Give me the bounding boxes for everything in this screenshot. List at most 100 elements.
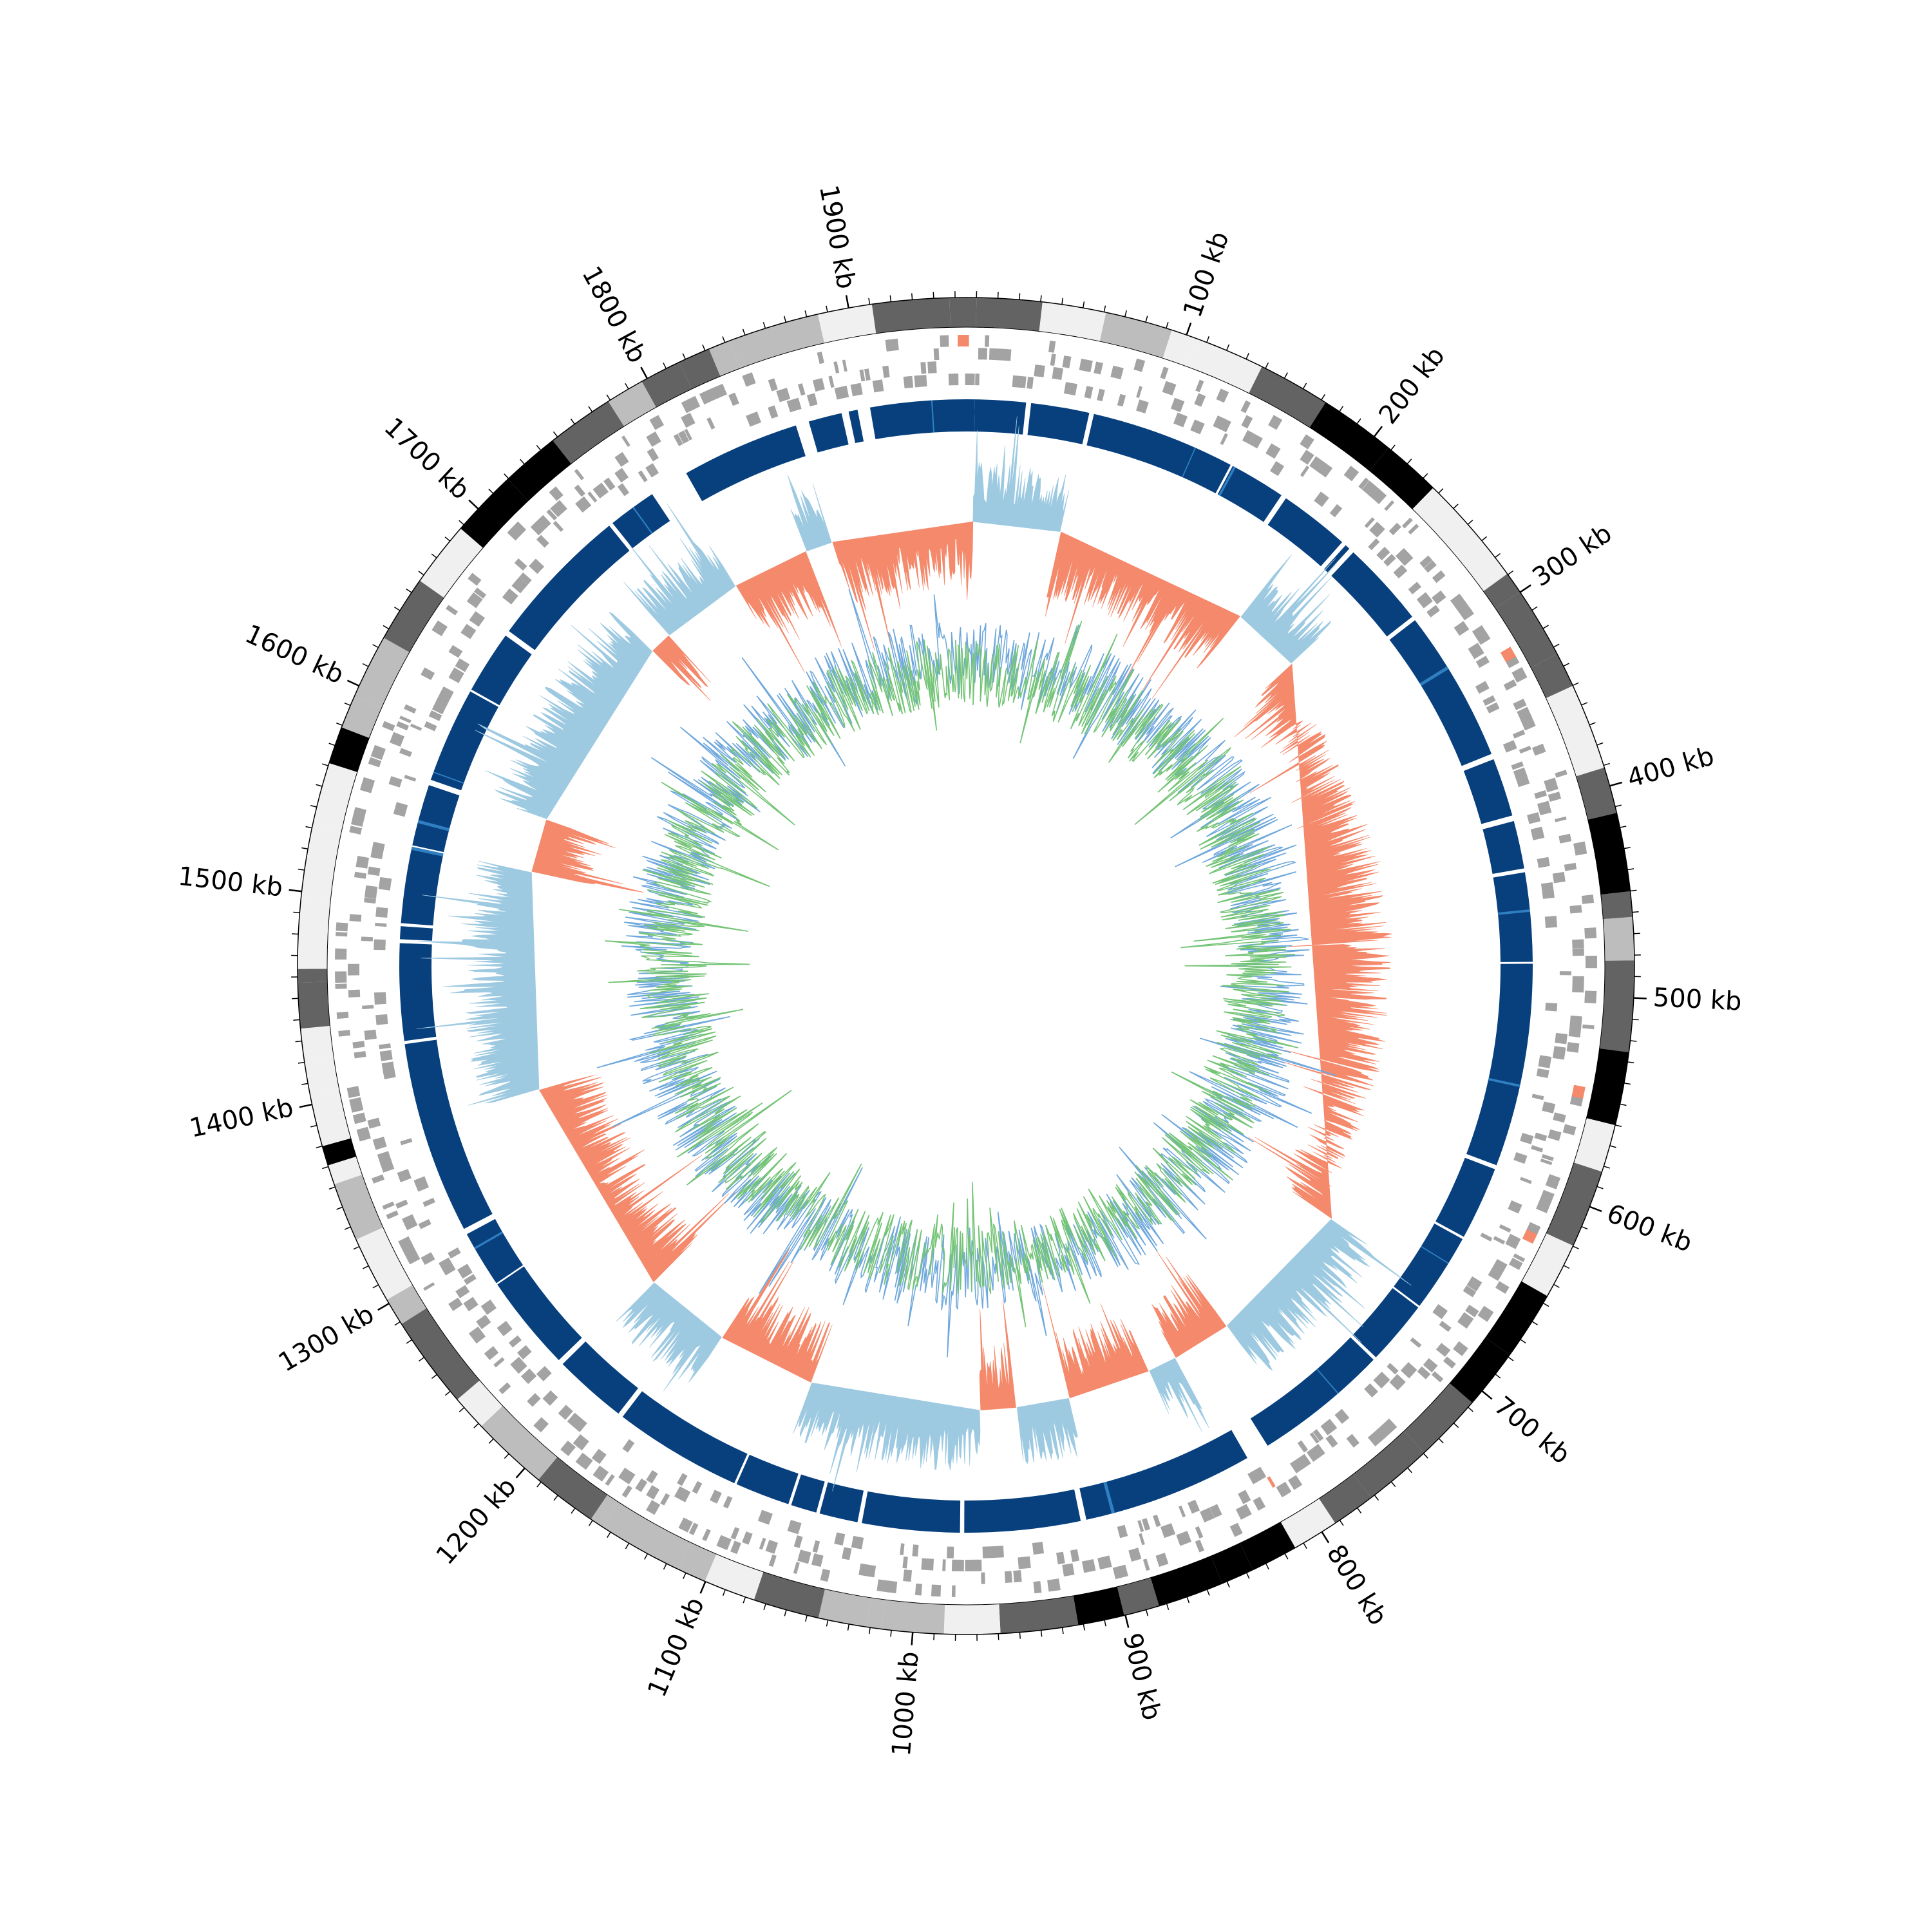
ideogram-band — [322, 1138, 357, 1166]
ideogram-band — [677, 1542, 717, 1582]
feature-box — [1334, 1408, 1350, 1424]
inner-line-blue — [596, 589, 1336, 1358]
minor-tick — [1453, 1423, 1459, 1428]
feature-box — [536, 1366, 552, 1381]
feature-box — [614, 471, 624, 483]
block-segment — [808, 413, 849, 453]
minor-tick — [682, 353, 687, 360]
block-accent — [417, 820, 450, 831]
feature-box — [965, 1559, 969, 1572]
feature-box — [1571, 1084, 1586, 1099]
feature-box — [567, 1412, 581, 1426]
tick-label: 100 kb — [1178, 228, 1235, 321]
feature-box — [498, 1382, 511, 1394]
ideogram-band — [730, 314, 825, 368]
feature-box — [573, 1434, 589, 1451]
feature-box — [1084, 386, 1094, 399]
minor-tick — [702, 344, 706, 351]
feature-box — [1367, 1429, 1385, 1446]
minor-tick — [1390, 444, 1396, 451]
feature-box — [537, 515, 551, 529]
feature-box — [410, 723, 422, 731]
minor-tick — [868, 1627, 871, 1634]
feature-box — [1368, 538, 1380, 551]
feature-box — [818, 377, 825, 390]
feature-box — [1399, 552, 1414, 566]
feature-box — [1162, 381, 1177, 396]
feature-box — [530, 520, 546, 536]
ideogram-band — [1249, 366, 1326, 428]
feature-box — [1298, 1454, 1311, 1468]
feature-box — [730, 1540, 739, 1553]
feature-box — [858, 1563, 873, 1577]
feature-box — [981, 1572, 985, 1584]
ideogram-band — [1099, 312, 1172, 359]
ideogram-band — [705, 1554, 764, 1600]
feature-box — [678, 1517, 693, 1533]
histogram-positive-area — [722, 1247, 833, 1383]
feature-box — [1253, 1497, 1266, 1511]
feature-box — [1480, 1233, 1493, 1242]
minor-tick — [1495, 1374, 1501, 1379]
minor-tick — [1339, 406, 1344, 412]
minor-tick — [1245, 1572, 1250, 1579]
feature-box — [512, 521, 527, 535]
ideogram-band — [1576, 767, 1617, 820]
minor-tick — [1423, 473, 1428, 479]
feature-box — [1584, 990, 1597, 1004]
feature-box — [882, 365, 890, 378]
feature-box — [1235, 1504, 1252, 1520]
feature-box — [402, 1214, 418, 1231]
minor-tick — [293, 911, 300, 913]
feature-box — [927, 361, 937, 374]
block-segment — [686, 425, 806, 502]
feature-box — [647, 448, 659, 462]
feature-box — [1410, 1337, 1422, 1349]
feature-box — [985, 335, 990, 347]
minor-tick — [1553, 1283, 1560, 1288]
minor-tick — [1481, 536, 1488, 542]
feature-box — [1463, 1285, 1477, 1298]
feature-box — [1562, 1124, 1577, 1135]
feature-box — [508, 1335, 522, 1348]
minor-tick — [1581, 702, 1588, 706]
minor-tick — [1339, 1520, 1344, 1526]
block-segment — [1493, 872, 1533, 962]
minor-tick — [1615, 804, 1622, 808]
minor-tick — [336, 1206, 343, 1210]
feature-box — [684, 428, 692, 440]
histogram-negative-area — [1016, 1397, 1078, 1464]
feature-box — [1443, 1356, 1456, 1369]
minor-tick — [295, 1040, 302, 1043]
feature-box — [1389, 1374, 1406, 1390]
feature-box — [542, 1390, 558, 1406]
feature-box — [1271, 417, 1283, 430]
feature-box — [493, 1357, 505, 1368]
block-segment — [1435, 1157, 1495, 1237]
ideogram-band — [1039, 301, 1106, 342]
minor-tick — [1166, 1603, 1170, 1610]
major-tick — [377, 1303, 390, 1311]
minor-tick — [322, 1166, 329, 1170]
feature-box — [859, 369, 866, 382]
minor-tick — [784, 1609, 787, 1616]
feature-box — [1545, 1002, 1558, 1012]
histogram-negative-area — [787, 475, 832, 552]
feature-box — [1505, 1233, 1521, 1249]
feature-box — [374, 744, 386, 753]
feature-box — [1475, 631, 1491, 645]
feature-box — [476, 1314, 491, 1329]
feature-box — [850, 383, 863, 397]
feature-box — [786, 397, 802, 413]
feature-box — [1435, 1343, 1451, 1357]
minor-tick — [394, 1321, 401, 1326]
minor-tick — [1495, 553, 1501, 558]
feature-box — [587, 491, 598, 503]
feature-box — [1469, 1276, 1482, 1287]
feature-box — [468, 573, 482, 586]
feature-box — [1468, 643, 1484, 659]
minor-tick — [1624, 1083, 1631, 1085]
ideogram-band — [1600, 891, 1633, 920]
feature-box — [375, 907, 388, 918]
ideogram-band — [753, 1571, 825, 1618]
